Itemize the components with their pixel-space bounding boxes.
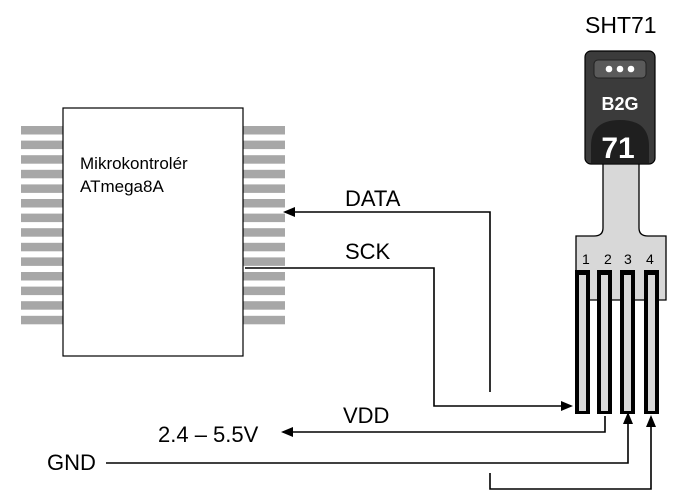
pin-number-4: 4 [646,251,654,267]
data-line: DATA [283,186,491,392]
microcontroller-chip: Mikrokontrolér ATmega8A [21,107,285,357]
chip-pin-left [21,315,64,325]
chip-pin-right [242,228,285,237]
pin-number-1: 1 [582,251,590,267]
chip-pin-left [21,286,64,296]
chip-pin-right [242,213,285,223]
chip-pin-right [242,272,285,281]
vdd-label: VDD [343,403,389,428]
chip-pin-left [21,155,64,164]
sensor-badge-text: 71 [601,132,634,165]
chip-model-label: ATmega8A [80,177,164,196]
chip-pin-left [21,184,64,193]
data-label: DATA [345,186,401,211]
chip-pin-left [21,140,64,150]
chip-pin-left [21,301,64,310]
chip-pin-left [21,272,64,281]
chip-pins-left [21,126,64,325]
chip-pin-right [242,315,285,325]
gnd-line: GND [47,412,633,475]
chip-pin-right [242,242,285,252]
voltage-label: 2.4 – 5.5V [158,422,259,447]
vdd-line: VDD 2.4 – 5.5V [158,403,606,447]
pin-number-3: 3 [624,251,632,267]
chip-pin-left [21,228,64,237]
chip-pin-left [21,169,64,179]
chip-pin-right [242,169,285,179]
chip-name-label: Mikrokontrolér [80,154,188,173]
chip-pins-right [242,126,285,325]
chip-pin-right [242,286,285,296]
chip-pin-right [242,140,285,150]
sensor-led-2 [616,65,624,73]
chip-pin-right [242,301,285,310]
pin-number-2: 2 [604,251,612,267]
sck-label: SCK [345,239,391,264]
chip-pin-left [21,242,64,252]
sensor-led-1 [605,65,613,73]
chip-pin-right [242,257,285,266]
sensor-badge [591,120,649,163]
chip-body [62,107,244,357]
chip-pin-left [21,199,64,208]
sensor-cap-text: B2G [601,94,638,114]
chip-pin-right [242,155,285,164]
chip-pin-right [242,126,285,135]
sensor-title: SHT71 [585,12,657,38]
data-pin-connection [489,415,656,490]
chip-pin-right [242,199,285,208]
gnd-label: GND [47,450,96,475]
chip-pin-left [21,126,64,135]
chip-pin-left [21,257,64,266]
chip-pin-right [242,184,285,193]
sck-line: SCK [245,239,573,411]
sensor-led-3 [627,65,635,73]
sensor-pcb [575,159,667,301]
chip-pin-left [21,213,64,223]
sht71-sensor: SHT71 B2G 71 1 2 3 4 [575,12,667,414]
